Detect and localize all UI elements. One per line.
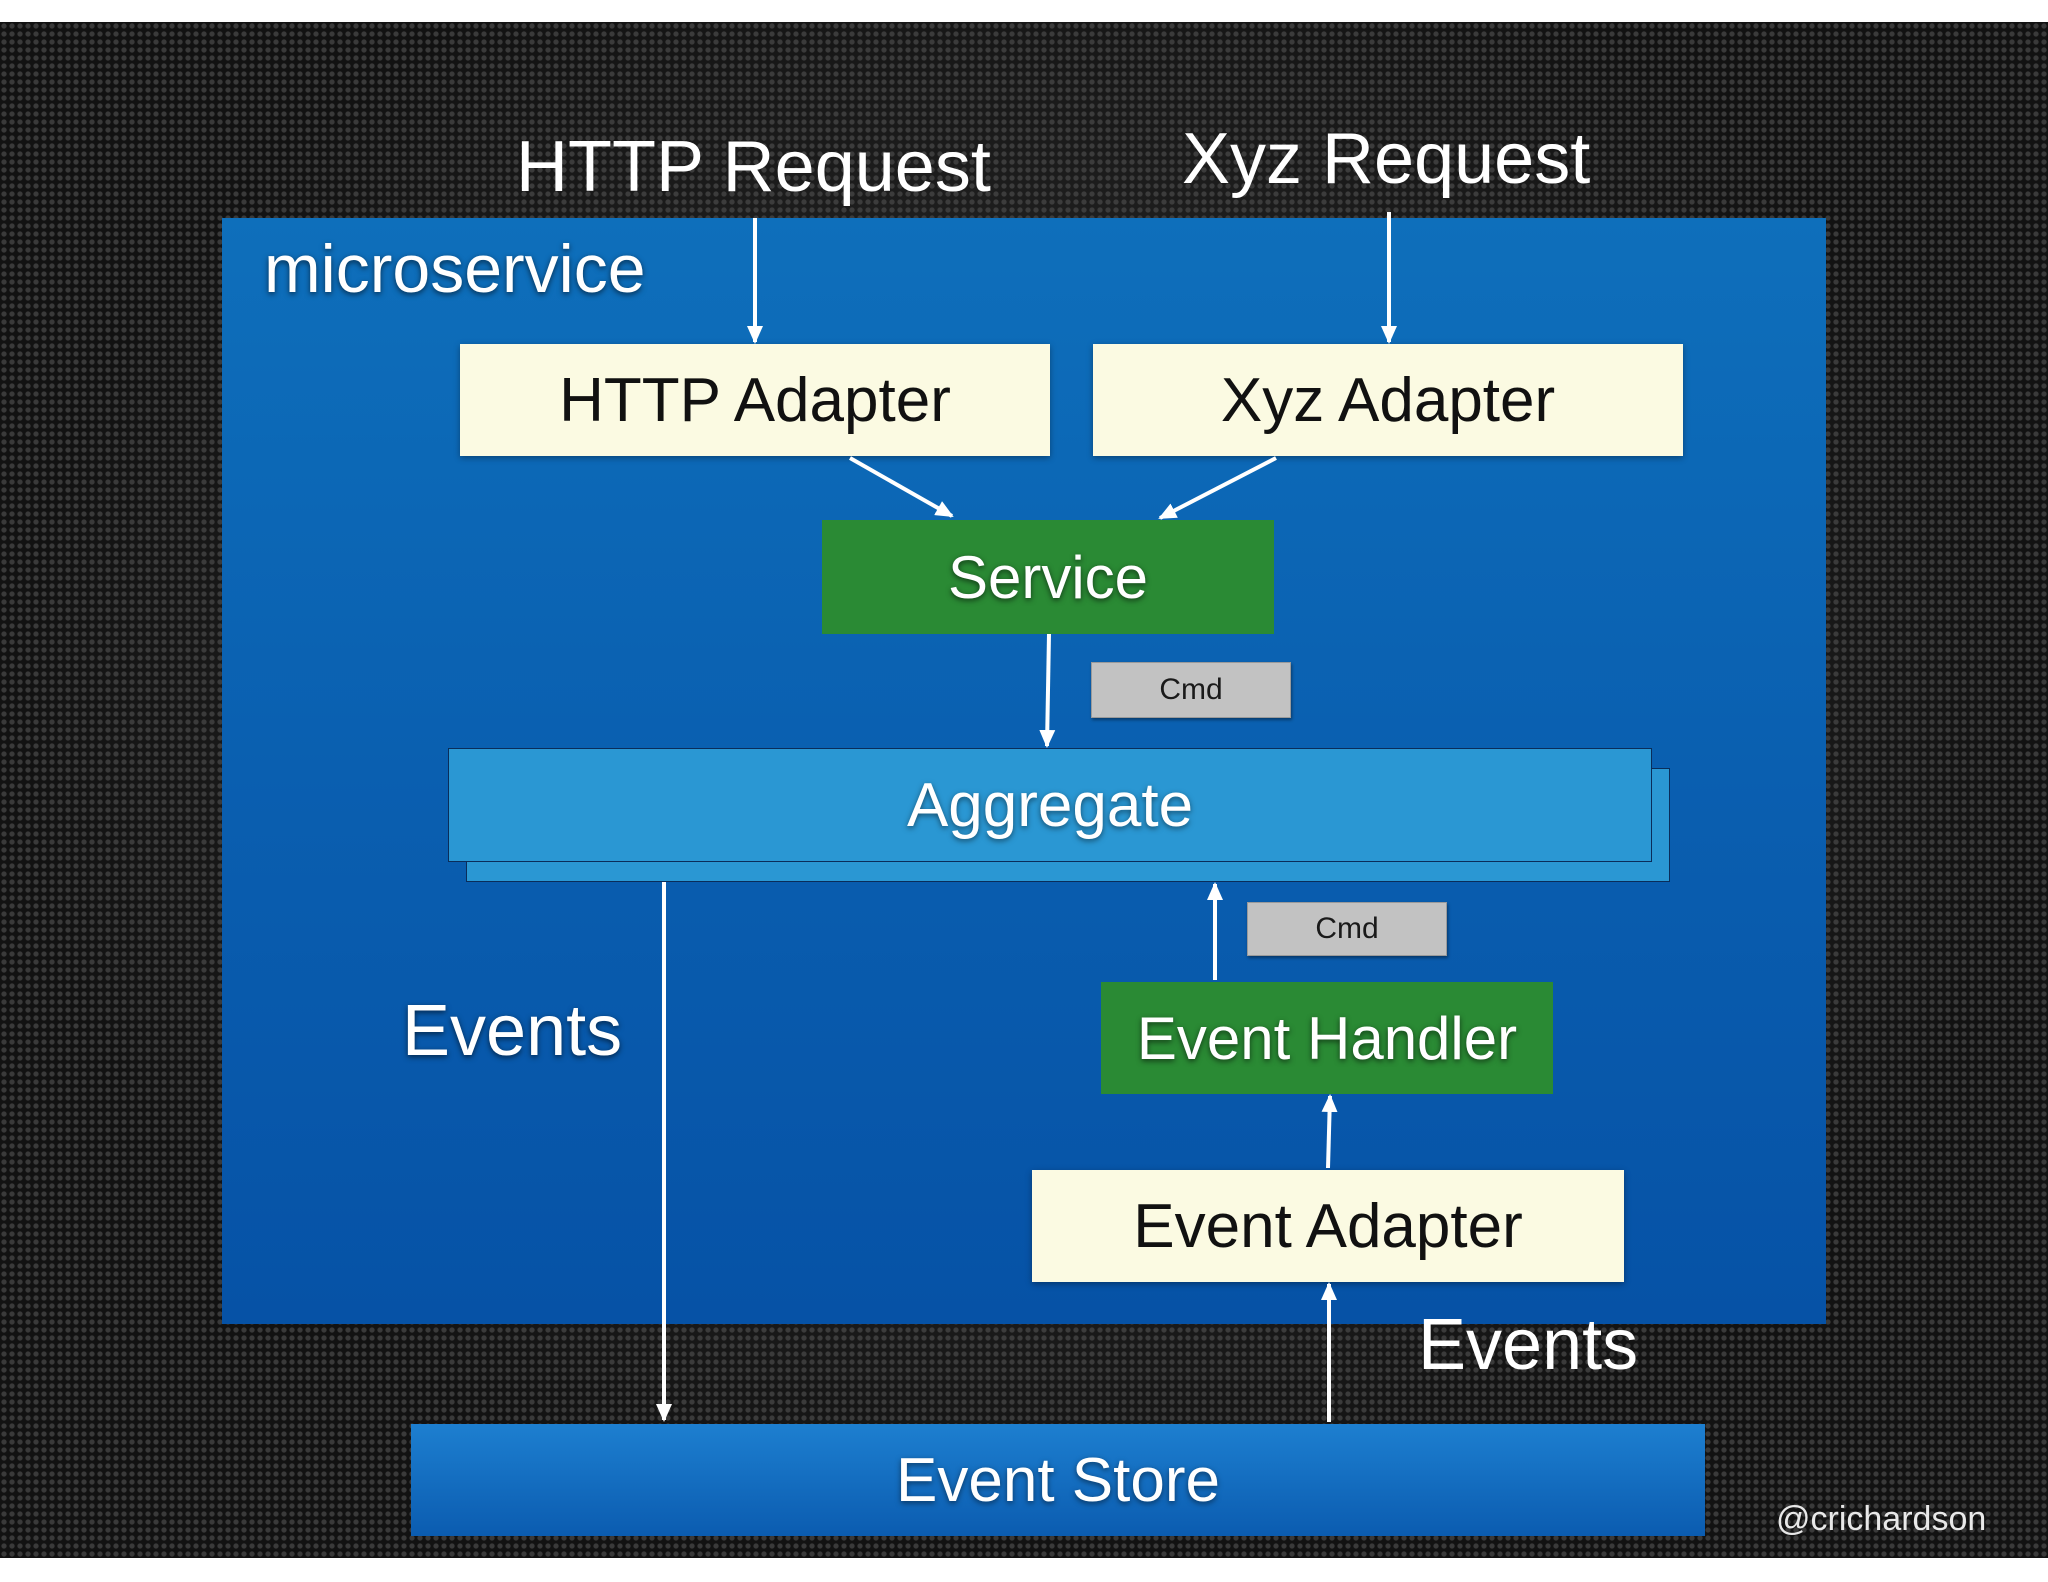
arrow-xyz-to-service	[1158, 456, 1277, 520]
arrow-adapter-to-handler	[1321, 1094, 1338, 1169]
arrow-http-to-service	[849, 456, 954, 518]
slide: microservice HTTP Request Xyz Request HT…	[0, 22, 2048, 1558]
arrows-layer	[656, 212, 1397, 1422]
cmd-upper-label: Cmd	[1159, 673, 1223, 706]
aggregate-box: Aggregate	[448, 748, 1652, 862]
aggregate-label: Aggregate	[906, 770, 1194, 840]
event-adapter-box: Event Adapter	[1032, 1170, 1624, 1282]
http-adapter-label: HTTP Adapter	[559, 365, 951, 435]
cmd-badge-upper: Cmd	[1091, 662, 1291, 718]
xyz-request-label: Xyz Request	[1182, 119, 1591, 199]
credit-text: @crichardson	[1776, 1500, 1987, 1538]
event-handler-label: Event Handler	[1136, 1004, 1518, 1072]
service-label: Service	[947, 543, 1149, 611]
cmd-lower-label: Cmd	[1315, 912, 1379, 945]
microservice-label: microservice	[264, 231, 646, 307]
event-store-label: Event Store	[896, 1445, 1220, 1515]
xyz-adapter-box: Xyz Adapter	[1093, 344, 1683, 456]
event-handler-box: Event Handler	[1101, 982, 1553, 1094]
event-adapter-label: Event Adapter	[1133, 1191, 1523, 1261]
events-label-right: Events	[1418, 1305, 1639, 1385]
events-label-left: Events	[402, 991, 623, 1071]
http-adapter-box: HTTP Adapter	[460, 344, 1050, 456]
cmd-badge-lower: Cmd	[1247, 902, 1447, 956]
arrow-service-to-aggregate	[1039, 633, 1056, 748]
event-store-box: Event Store	[411, 1424, 1705, 1536]
xyz-adapter-label: Xyz Adapter	[1220, 365, 1556, 435]
http-request-label: HTTP Request	[516, 127, 991, 207]
service-box: Service	[822, 520, 1274, 634]
